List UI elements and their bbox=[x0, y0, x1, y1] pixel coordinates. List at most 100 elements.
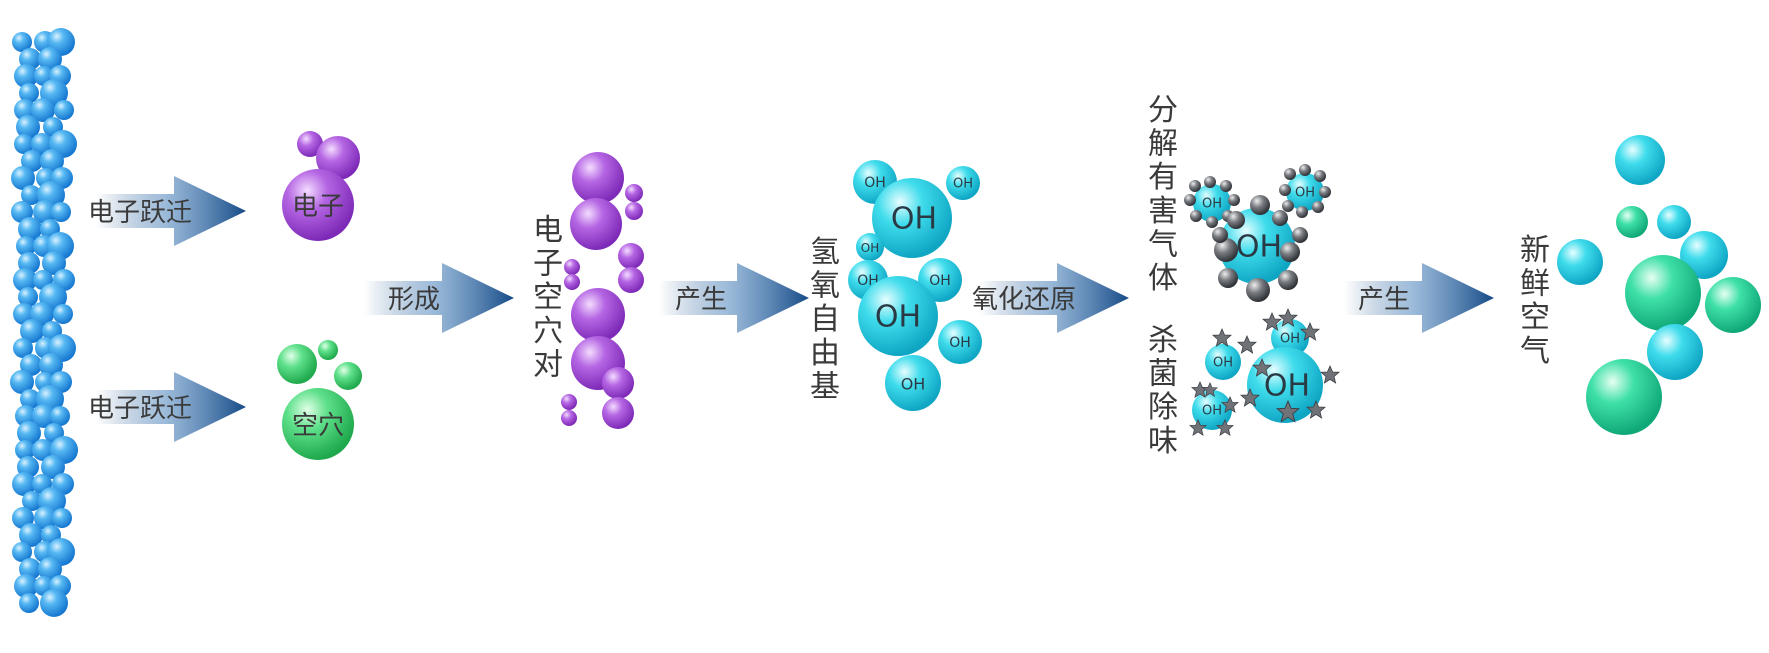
bead-icon bbox=[33, 200, 57, 224]
gray-particle-icon bbox=[1204, 176, 1216, 188]
bead-icon bbox=[50, 406, 70, 426]
sphere-icon bbox=[564, 274, 580, 290]
oh-small-label: OH bbox=[1202, 197, 1222, 212]
label-produce-2: 产生 bbox=[1358, 285, 1410, 315]
sphere-icon bbox=[1192, 390, 1232, 430]
bead-icon bbox=[12, 32, 32, 52]
gray-particle-icon bbox=[1228, 194, 1240, 206]
sphere-icon bbox=[602, 397, 634, 429]
gray-particle-icon bbox=[1246, 278, 1270, 302]
sphere-icon bbox=[1647, 324, 1703, 380]
gray-particle-icon bbox=[1296, 206, 1308, 218]
gray-particle-icon bbox=[1284, 168, 1296, 180]
bead-icon bbox=[12, 542, 32, 562]
label-fresh-air: 新鲜空气 bbox=[1520, 233, 1550, 369]
gray-particle-icon bbox=[1214, 238, 1238, 262]
sphere-icon bbox=[1657, 205, 1691, 239]
bead-icon bbox=[14, 64, 38, 88]
oh-large-label: OH bbox=[1264, 369, 1310, 404]
bead-icon bbox=[53, 304, 73, 324]
label-electron: 电子 bbox=[292, 192, 344, 222]
sphere-icon bbox=[277, 344, 317, 384]
gray-particle-icon bbox=[1220, 180, 1232, 192]
gray-particle-icon bbox=[1278, 270, 1298, 290]
star-particle-icon bbox=[1237, 335, 1257, 354]
sphere-icon bbox=[938, 320, 982, 364]
sphere-icon bbox=[334, 362, 362, 390]
gray-particle-icon bbox=[1299, 164, 1311, 176]
gray-particle-icon bbox=[1190, 210, 1202, 222]
oh-small-label: OH bbox=[1280, 332, 1300, 347]
oh-large-label: OH bbox=[891, 202, 937, 237]
sphere-icon bbox=[885, 355, 941, 411]
sphere-icon bbox=[316, 136, 360, 180]
gray-particle-icon bbox=[1292, 227, 1308, 243]
bead-icon bbox=[14, 574, 38, 598]
gray-particle-icons bbox=[1184, 164, 1331, 302]
electron-hole-pair-spheres bbox=[561, 152, 644, 429]
bead-icon bbox=[31, 133, 53, 155]
bead-icon bbox=[51, 202, 71, 222]
sphere-icon bbox=[1616, 206, 1648, 238]
sphere-icon bbox=[602, 367, 634, 399]
gray-particle-icon bbox=[1206, 216, 1218, 228]
bead-icon bbox=[12, 472, 36, 496]
electron-cluster: 电子 bbox=[282, 131, 360, 241]
gray-particle-icon bbox=[1312, 201, 1324, 213]
label-electron-hole-pair: 电子空穴对 bbox=[533, 213, 563, 382]
bead-icon bbox=[20, 319, 44, 343]
gray-particle-icon bbox=[1189, 180, 1201, 192]
sphere-icon bbox=[572, 152, 624, 204]
label-form: 形成 bbox=[388, 285, 440, 315]
sphere-icon bbox=[282, 388, 354, 460]
bead-icon bbox=[42, 251, 66, 275]
sphere-icon bbox=[872, 178, 952, 258]
bead-icon bbox=[20, 354, 42, 376]
label-sterilize: 杀菌除味 bbox=[1148, 323, 1178, 459]
gray-particle-icon bbox=[1272, 210, 1288, 226]
sphere-icon bbox=[1205, 344, 1241, 380]
bead-icon bbox=[52, 508, 72, 528]
hydroxyl-radical-cluster: OH OH OH OH OH OH OH OH OH bbox=[848, 160, 982, 411]
bead-icon bbox=[19, 593, 39, 613]
star-particle-icon bbox=[1320, 365, 1340, 384]
sphere-icon bbox=[856, 233, 884, 261]
sphere-icon bbox=[561, 394, 577, 410]
bead-icon bbox=[13, 338, 33, 358]
sphere-icon bbox=[1615, 135, 1665, 185]
bead-icon bbox=[10, 370, 34, 394]
bead-icon bbox=[18, 287, 38, 307]
bead-icon bbox=[22, 491, 42, 511]
oh-small-label: OH bbox=[949, 335, 971, 351]
star-particle-icon bbox=[1212, 328, 1232, 347]
sphere-icon bbox=[1557, 239, 1603, 285]
oh-small-label: OH bbox=[1295, 186, 1315, 201]
sphere-icon bbox=[946, 166, 980, 200]
oh-small-label: OH bbox=[1213, 356, 1233, 371]
bead-icon bbox=[54, 100, 74, 120]
sphere-icon bbox=[618, 267, 644, 293]
label-electron-jump-top: 电子跃迁 bbox=[88, 198, 192, 228]
label-hydroxyl-radical: 氢氧自由基 bbox=[810, 235, 840, 404]
bead-icon bbox=[18, 217, 42, 241]
bead-icon bbox=[11, 166, 35, 190]
decompose-gas-cluster: OH OH OH bbox=[1184, 164, 1331, 302]
bead-icon bbox=[32, 439, 54, 461]
sphere-icon bbox=[1193, 184, 1231, 222]
sphere-icon bbox=[625, 202, 643, 220]
sterilize-cluster: OH OH OH OH bbox=[1189, 308, 1340, 436]
oh-small-label: OH bbox=[1202, 404, 1222, 419]
bead-icon bbox=[17, 421, 41, 445]
fresh-air-spheres bbox=[1557, 135, 1761, 435]
label-produce-1: 产生 bbox=[675, 285, 727, 315]
bead-icon bbox=[13, 268, 37, 292]
sphere-icon bbox=[1286, 173, 1324, 211]
oh-small-label: OH bbox=[953, 177, 973, 192]
gray-particle-icon bbox=[1212, 227, 1228, 243]
hole-cluster: 空穴 bbox=[277, 340, 362, 460]
bead-icon bbox=[39, 353, 63, 377]
label-redox: 氧化还原 bbox=[972, 285, 1076, 315]
bead-icon bbox=[32, 404, 56, 428]
sphere-icon bbox=[564, 259, 580, 275]
sphere-icon bbox=[858, 276, 938, 356]
